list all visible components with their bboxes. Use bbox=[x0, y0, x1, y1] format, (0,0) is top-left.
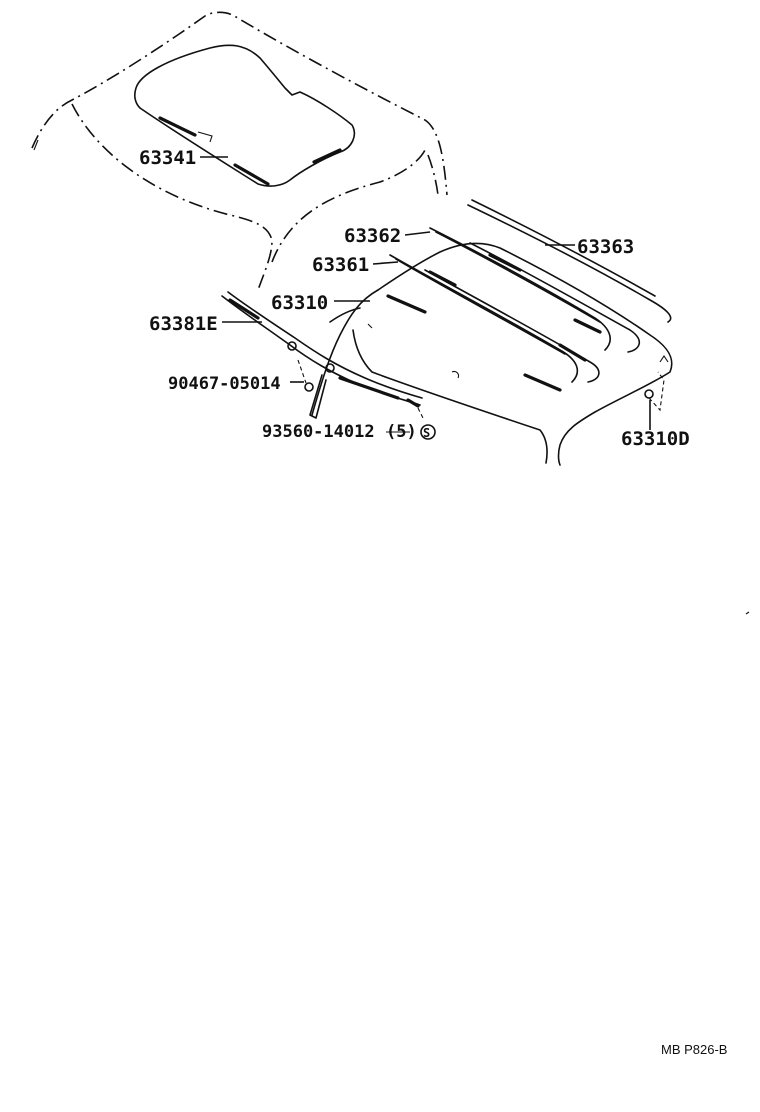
label-63341: 63341 bbox=[139, 147, 196, 169]
roof-trim-strips bbox=[386, 199, 672, 392]
label-63362: 63362 bbox=[344, 225, 401, 247]
label-63310: 63310 bbox=[271, 292, 328, 314]
label-90467-05014: 90467-05014 bbox=[168, 374, 281, 394]
standard-part-mark: S bbox=[423, 426, 430, 440]
leader-lines bbox=[200, 156, 651, 430]
stray-mark bbox=[745, 611, 750, 615]
label-63381e: 63381E bbox=[149, 313, 218, 335]
fasteners bbox=[297, 355, 669, 421]
roof-outline bbox=[31, 11, 448, 291]
label-63361: 63361 bbox=[312, 254, 369, 276]
part-labels: 63341 63362 63363 63361 63310 63381E 904… bbox=[139, 147, 690, 450]
label-93560-14012: 93560-14012 bbox=[262, 422, 375, 442]
sunroof-opening-trim bbox=[134, 44, 356, 187]
label-63363: 63363 bbox=[577, 236, 634, 258]
front-trim-piece bbox=[221, 291, 423, 419]
diagram-reference-code: MB P826-B bbox=[661, 1042, 727, 1057]
label-63310d: 63310D bbox=[621, 428, 690, 450]
